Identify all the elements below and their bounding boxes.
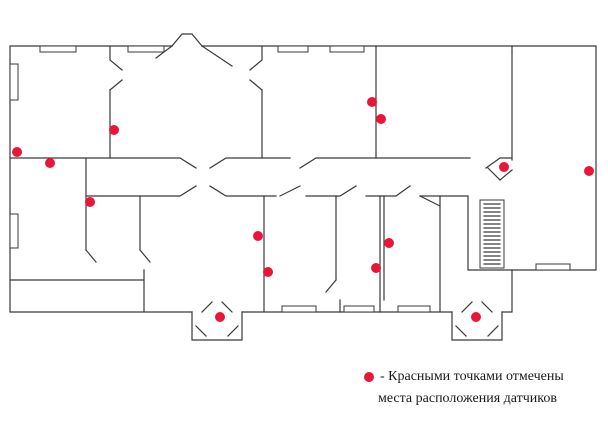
sensor-marker <box>367 97 377 107</box>
sensor-marker <box>584 166 594 176</box>
sensor-marker <box>109 125 119 135</box>
legend-text-line2: места расположения датчиков <box>378 391 557 406</box>
sensor-markers <box>12 97 594 322</box>
sensor-marker <box>85 197 95 207</box>
sensor-marker <box>499 162 509 172</box>
sensor-marker <box>215 312 225 322</box>
sensor-marker <box>12 147 22 157</box>
sensor-marker <box>376 114 386 124</box>
interior-walls <box>9 45 513 313</box>
staircase <box>479 199 505 269</box>
windows <box>9 45 571 313</box>
outer-walls <box>9 33 597 341</box>
sensor-marker <box>371 263 381 273</box>
sensor-marker <box>263 267 273 277</box>
sensor-marker <box>384 238 394 248</box>
legend-text-line1: - Красными точками отмечены <box>380 369 564 384</box>
sensor-marker <box>471 312 481 322</box>
sensor-marker <box>253 231 263 241</box>
legend-marker-icon <box>364 372 374 382</box>
sensor-marker <box>45 158 55 168</box>
